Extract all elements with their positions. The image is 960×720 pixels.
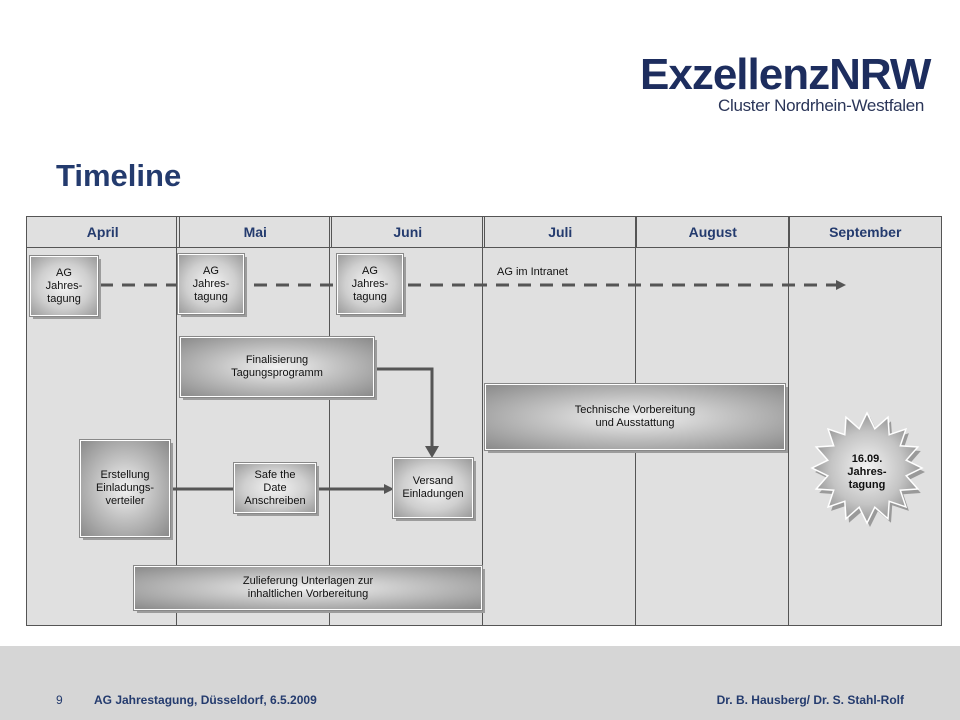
task-safe-the-date: Safe the Date Anschreiben — [233, 462, 317, 514]
exzellenz-nrw-logo: ExzellenzNRW Cluster Nordrhein-Westfalen — [640, 52, 931, 116]
column-divider — [176, 217, 177, 625]
column-divider — [788, 217, 789, 625]
task-erstellung-einladungsverteiler: Erstellung Einladungs- verteiler — [79, 439, 171, 538]
task-zulieferung-unterlagen: Zulieferung Unterlagen zur inhaltlichen … — [133, 565, 483, 611]
logo-wordmark: ExzellenzNRW — [640, 50, 931, 99]
month-juni: Juni — [332, 217, 485, 247]
column-divider — [482, 217, 483, 625]
page-number: 9 — [56, 693, 63, 707]
column-divider — [329, 217, 330, 625]
logo-subtitle: Cluster Nordrhein-Westfalen — [718, 96, 925, 115]
month-mai: Mai — [180, 217, 332, 247]
task-technische-vorbereitung: Technische Vorbereitung und Ausstattung — [484, 383, 786, 451]
footer-bar: 9 AG Jahrestagung, Düsseldorf, 6.5.2009 … — [0, 646, 960, 720]
slide-title: Timeline — [56, 158, 182, 193]
month-header: April Mai Juni Juli August September — [27, 217, 941, 248]
month-september: September — [829, 224, 902, 240]
timeline-grid: April Mai Juni Juli August September — [26, 216, 942, 626]
intranet-label: AG im Intranet — [497, 266, 568, 278]
footer-event-info: AG Jahrestagung, Düsseldorf, 6.5.2009 — [94, 693, 317, 707]
month-august: August — [637, 217, 790, 247]
month-april: April — [27, 217, 180, 247]
task-versand-einladungen: Versand Einladungen — [392, 457, 474, 519]
task-finalisierung: Finalisierung Tagungsprogramm — [179, 336, 375, 398]
month-juli: Juli — [485, 217, 637, 247]
event-jahrestagung-label: 16.09. Jahres- tagung — [847, 453, 887, 491]
milestone-ag-mai: AG Jahres- tagung — [177, 253, 245, 315]
footer-authors: Dr. B. Hausberg/ Dr. S. Stahl-Rolf — [716, 693, 904, 707]
milestone-ag-juni: AG Jahres- tagung — [336, 253, 404, 315]
milestone-ag-april: AG Jahres- tagung — [29, 255, 99, 317]
